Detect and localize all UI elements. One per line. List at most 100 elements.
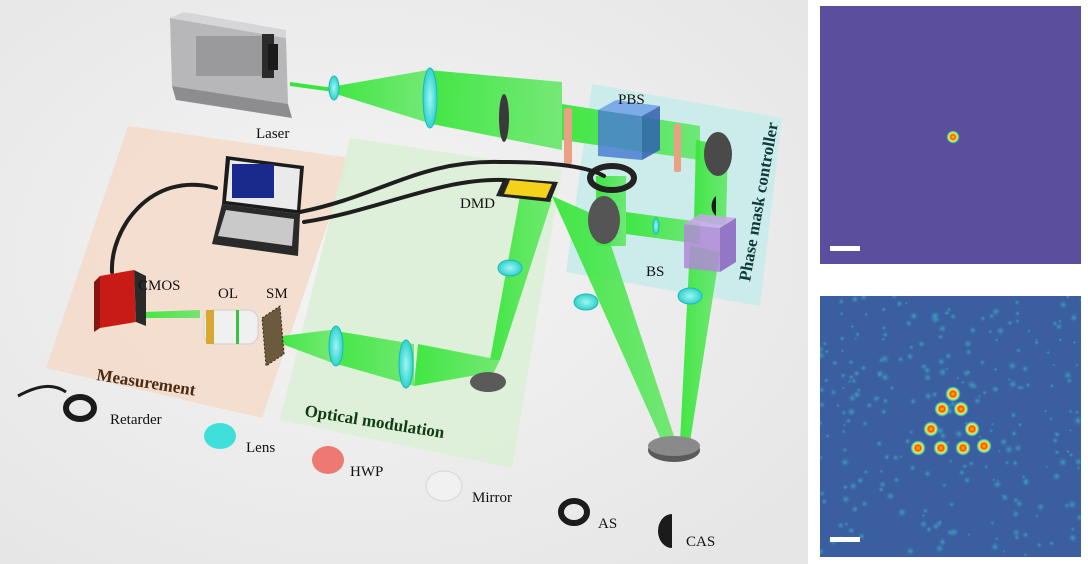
- speckle-grain: [1047, 416, 1054, 422]
- legend-hwp-label: HWP: [350, 464, 383, 480]
- speckle-grain: [850, 504, 860, 514]
- bs-label: BS: [646, 264, 664, 280]
- speckle-grain: [1009, 429, 1019, 438]
- speckle-grain: [844, 417, 853, 425]
- speckle-grain: [822, 377, 830, 384]
- speckle-grain: [991, 478, 1004, 491]
- legend-hwp: HWP: [312, 446, 383, 480]
- speckle-grain: [1002, 549, 1007, 554]
- speckle-grain: [945, 366, 950, 372]
- legend-cas: CAS: [658, 514, 715, 550]
- speckle-grain: [830, 359, 839, 367]
- speckle-grain: [852, 368, 862, 379]
- speckle-grain: [859, 363, 868, 372]
- legend-retarder-label: Retarder: [110, 412, 162, 428]
- speckle-grain: [1065, 448, 1071, 455]
- speckle-grain: [905, 545, 916, 557]
- speckle-grain: [846, 526, 856, 536]
- speckle-grain: [1015, 347, 1022, 354]
- ol-label: OL: [218, 286, 238, 302]
- speckle-grain: [908, 429, 915, 435]
- speckle-grain: [1064, 296, 1072, 300]
- speckle-grain: [837, 297, 846, 306]
- speckle-grain: [904, 318, 914, 328]
- speckle-grain: [1074, 512, 1081, 523]
- speckle-grain: [1035, 501, 1046, 513]
- speckle-grain: [1034, 513, 1040, 519]
- speckle-grain: [840, 348, 845, 354]
- speckle-grain: [1009, 410, 1018, 420]
- speckle-grain: [820, 489, 826, 498]
- speckle-grain: [943, 310, 949, 316]
- speckle-grain: [838, 311, 845, 317]
- speckle-grain: [1023, 552, 1028, 557]
- retarder-ring: [587, 163, 637, 193]
- focus-spot: [934, 401, 950, 417]
- speckle-grain: [881, 396, 890, 405]
- speckle-grain: [1074, 362, 1079, 368]
- speckle-grain: [820, 400, 827, 409]
- speckle-grain: [1054, 321, 1064, 332]
- pbs-label: PBS: [618, 92, 645, 108]
- pbs-cube: [598, 100, 660, 160]
- speckle-grain: [966, 369, 972, 375]
- intensity-map-single-focus: [820, 6, 1081, 264]
- speckle-grain: [937, 519, 943, 525]
- speckle-grain: [1014, 309, 1022, 317]
- speckle-grain: [922, 390, 934, 402]
- speckle-grain: [855, 387, 862, 393]
- speckle-grain: [890, 296, 898, 300]
- speckle-grain: [937, 323, 948, 334]
- speckle-grain: [1057, 337, 1063, 343]
- speckle-grain: [929, 309, 941, 322]
- speckle-grain: [948, 526, 960, 539]
- speckle-grain: [1068, 428, 1073, 433]
- focus-spot: [964, 421, 980, 437]
- speckle-grain: [992, 366, 999, 372]
- speckle-grain: [896, 355, 905, 364]
- speckle-grain: [993, 337, 1000, 343]
- focus-spot: [923, 421, 939, 437]
- speckle-grain: [966, 532, 971, 537]
- speckle-grain: [1051, 362, 1056, 368]
- speckle-grain: [1014, 317, 1021, 325]
- speckle-grain: [983, 464, 989, 470]
- laptop: [212, 156, 304, 256]
- speckle-grain: [1033, 339, 1041, 346]
- speckle-grain: [849, 296, 860, 305]
- speckle-grain: [880, 324, 888, 332]
- speckle-grain: [921, 507, 929, 515]
- speckle-grain: [967, 459, 975, 468]
- legend-cas-label: CAS: [686, 534, 715, 550]
- speckle-grain: [1068, 312, 1080, 323]
- speckle-grain: [840, 428, 847, 435]
- speckle-grain: [1035, 541, 1043, 549]
- laser-device: [170, 12, 292, 118]
- sm-label: SM: [266, 286, 288, 302]
- speckle-grain: [960, 379, 966, 385]
- speckle-grain: [862, 468, 869, 476]
- speckle-grain: [990, 306, 1002, 318]
- speckle-grain: [990, 384, 1001, 395]
- speckle-grain: [1067, 532, 1079, 544]
- speckle-grain: [981, 389, 988, 396]
- speckle-grain: [863, 311, 869, 317]
- speckle-grain: [948, 458, 954, 464]
- speckle-grain: [838, 334, 847, 343]
- speckle-grain: [854, 331, 861, 338]
- focus-spot: [933, 440, 949, 456]
- speckle-grain: [989, 541, 1001, 553]
- focus-spot: [910, 440, 926, 456]
- speckle-grain: [845, 406, 858, 418]
- optical-setup-diagram: Laser PBS DMD BS CMOS OL SM Measurement …: [0, 0, 808, 564]
- focus-spot: [946, 130, 960, 144]
- speckle-grain: [979, 314, 987, 323]
- speckle-grain: [836, 521, 845, 530]
- dmd-label: DMD: [460, 196, 495, 212]
- focus-spot: [976, 438, 992, 454]
- speckle-grain: [855, 475, 866, 486]
- speckle-grain: [1010, 509, 1021, 519]
- speckle-grain: [860, 499, 869, 508]
- scale-bar: [830, 246, 860, 251]
- speckle-grain: [943, 351, 953, 361]
